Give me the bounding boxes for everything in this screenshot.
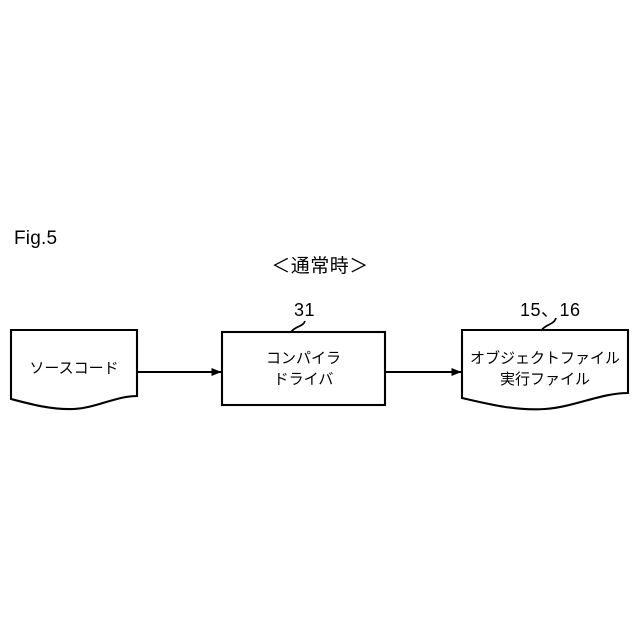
source-code-document-shape — [9, 328, 139, 411]
compiler-driver-rect — [220, 330, 387, 407]
output-files-document-shape — [460, 328, 630, 411]
node-source-code[interactable] — [9, 328, 139, 411]
figure-title: ＜通常時＞ — [271, 256, 369, 277]
leader-line-15-16 — [540, 317, 557, 332]
reference-number-15-16: 15、16 — [520, 300, 581, 320]
node-compiler-driver[interactable] — [220, 330, 387, 407]
figure-number-label: Fig.5 — [14, 228, 58, 249]
node-output-files[interactable] — [460, 328, 630, 411]
leader-line-31 — [290, 320, 306, 333]
reference-number-31: 31 — [294, 300, 316, 320]
